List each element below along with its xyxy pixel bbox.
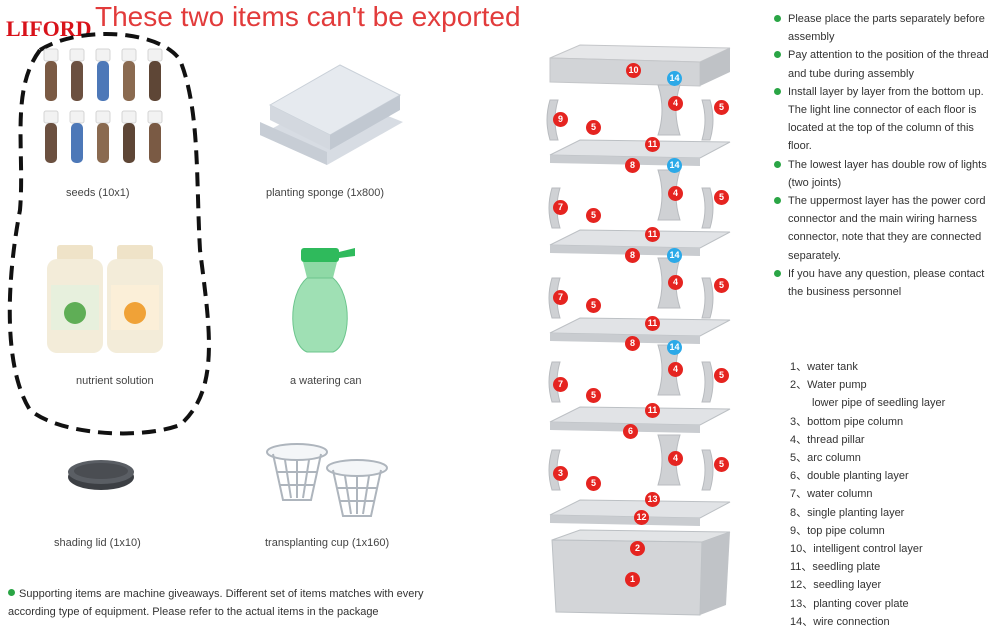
badge-14: 14	[667, 158, 682, 173]
nutrient-caption: nutrient solution	[76, 375, 154, 387]
parts-item: 2、Water pump	[790, 379, 867, 392]
seeds-caption: seeds (10x1)	[66, 187, 130, 199]
badge-7: 7	[553, 200, 568, 215]
badge-1: 1	[625, 572, 640, 587]
assembly-notes: Please place the parts separately before…	[774, 10, 994, 301]
seed-tube-cap	[69, 48, 85, 62]
parts-item: 7、water column	[790, 488, 873, 501]
badge-11: 11	[645, 137, 660, 152]
badge-9: 9	[553, 112, 568, 127]
parts-item: 1、water tank	[790, 361, 858, 373]
seeds-image	[43, 48, 163, 163]
parts-item: 14、wire connection	[790, 615, 890, 628]
shading-lid-image	[68, 460, 134, 490]
parts-item: 8、single planting layer	[790, 506, 905, 519]
parts-item: 3、bottom pipe column	[790, 415, 904, 428]
parts-list: 1、water tank 2、Water pump lower pipe of …	[790, 358, 945, 631]
badge-8: 8	[625, 158, 640, 173]
note-item: The lowest layer has double row of light…	[774, 156, 994, 192]
note-item: Install layer by layer from the bottom u…	[774, 83, 994, 156]
seed-tube-cap	[147, 110, 163, 124]
shading-lid-caption: shading lid (1x10)	[54, 537, 141, 549]
badge-11: 11	[645, 316, 660, 331]
badge-5: 5	[714, 368, 729, 383]
seed-tube-cap	[121, 48, 137, 62]
note-item: Please place the parts separately before…	[774, 10, 994, 46]
note-item: If you have any question, please contact…	[774, 265, 994, 301]
badge-5: 5	[586, 120, 601, 135]
watering-can-image	[292, 248, 355, 353]
parts-item: 6、double planting layer	[790, 470, 909, 483]
badge-7: 7	[553, 377, 568, 392]
seed-tube	[97, 61, 109, 101]
parts-item: 12、seedling layer	[790, 579, 882, 592]
badge-5: 5	[714, 100, 729, 115]
badge-4: 4	[668, 451, 683, 466]
badge-11: 11	[645, 227, 660, 242]
badge-14: 14	[667, 248, 682, 263]
parts-item: 9、top pipe column	[790, 524, 885, 537]
watering-can-caption: a watering can	[290, 375, 362, 387]
seed-tube	[123, 61, 135, 101]
seed-tube	[71, 61, 83, 101]
nutrient-bottles-image	[47, 245, 163, 353]
badge-8: 8	[625, 248, 640, 263]
badge-14: 14	[667, 71, 682, 86]
footer-note: Supporting items are machine giveaways. …	[8, 585, 458, 621]
parts-item: 4、thread pillar	[790, 433, 865, 446]
parts-item: lower pipe of seedling layer	[812, 397, 946, 410]
seed-tube-cap	[121, 110, 137, 124]
transplanting-cup-image	[266, 443, 388, 517]
parts-item: 11、seedling plate	[790, 561, 881, 574]
note-item: The uppermost layer has the power cord c…	[774, 192, 994, 265]
badge-13: 13	[645, 492, 660, 507]
badge-7: 7	[553, 290, 568, 305]
parts-item: 10、intelligent control layer	[790, 543, 923, 556]
badge-5: 5	[586, 208, 601, 223]
seed-tube	[123, 123, 135, 163]
note-item: Pay attention to the position of the thr…	[774, 46, 994, 82]
brand-logo: LIFORD	[6, 16, 92, 41]
badge-2: 2	[630, 541, 645, 556]
seed-tube	[97, 123, 109, 163]
badge-10: 10	[626, 63, 641, 78]
seed-tube	[45, 123, 57, 163]
parts-item: 5、arc column	[790, 452, 861, 465]
seed-tube-cap	[69, 110, 85, 124]
badge-5: 5	[586, 298, 601, 313]
badge-6: 6	[623, 424, 638, 439]
sponge-caption: planting sponge (1x800)	[266, 187, 385, 199]
badge-5: 5	[586, 476, 601, 491]
seed-tube-cap	[43, 110, 59, 124]
footer-text: Supporting items are machine giveaways. …	[8, 588, 424, 618]
badge-4: 4	[668, 186, 683, 201]
badge-8: 8	[625, 336, 640, 351]
seed-tube-cap	[147, 48, 163, 62]
badge-5: 5	[586, 388, 601, 403]
badge-4: 4	[668, 96, 683, 111]
badge-11: 11	[645, 403, 660, 418]
badge-5: 5	[714, 457, 729, 472]
sponge-image	[260, 64, 403, 165]
badge-4: 4	[668, 275, 683, 290]
transplanting-cup-caption: transplanting cup (1x160)	[265, 537, 390, 549]
badge-4: 4	[668, 362, 683, 377]
export-warning-banner: These two items can't be exported	[95, 1, 521, 32]
badge-5: 5	[714, 278, 729, 293]
parts-item: 13、planting cover plate	[790, 597, 909, 610]
seed-tube	[149, 123, 161, 163]
seed-tube-cap	[43, 48, 59, 62]
badge-12: 12	[634, 510, 649, 525]
seed-tube-cap	[95, 110, 111, 124]
badge-3: 3	[553, 466, 568, 481]
badge-14: 14	[667, 340, 682, 355]
seed-tube	[45, 61, 57, 101]
dashed-outline	[7, 32, 211, 436]
bullet-icon	[8, 589, 15, 596]
badge-5: 5	[714, 190, 729, 205]
seed-tube	[149, 61, 161, 101]
seed-tube-cap	[95, 48, 111, 62]
seed-tube	[71, 123, 83, 163]
